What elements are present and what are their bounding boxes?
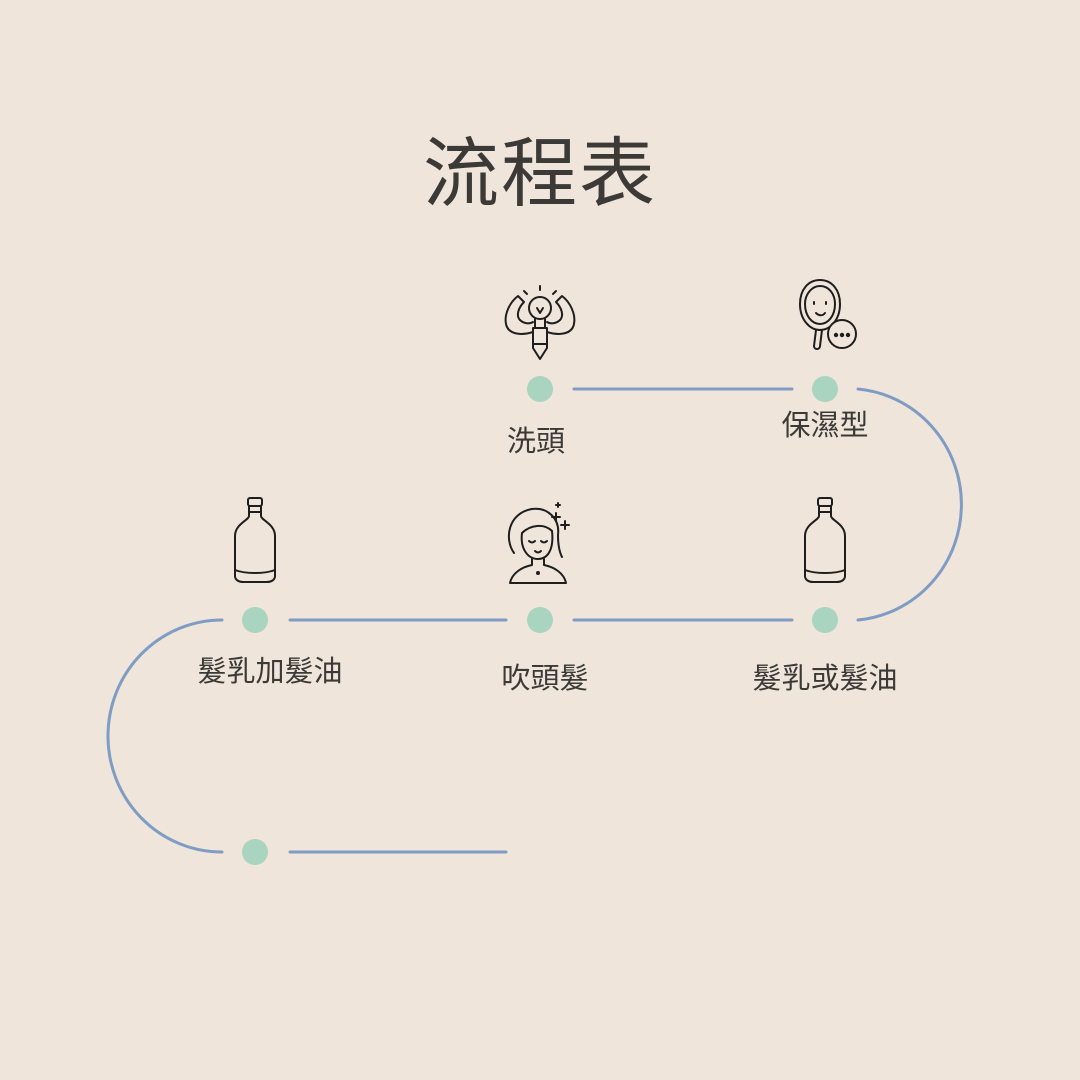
step-node-3 xyxy=(812,607,838,633)
step-node-4 xyxy=(527,607,553,633)
page-title: 流程表 xyxy=(423,129,657,218)
bottle-icon xyxy=(234,497,276,583)
connector-curve xyxy=(856,387,963,622)
step-node-5 xyxy=(242,607,268,633)
woman-face-icon xyxy=(507,502,570,584)
step-label-3: 髮乳或髮油 xyxy=(752,661,898,695)
connector-curve xyxy=(106,618,224,854)
step-label-1: 洗頭 xyxy=(506,424,566,458)
bottle-icon xyxy=(804,497,846,583)
step-label-5: 髮乳加髮油 xyxy=(197,654,343,688)
step-node-6 xyxy=(242,839,268,865)
step-label-2: 保濕型 xyxy=(781,408,869,442)
step-label-4: 吹頭髮 xyxy=(501,661,589,695)
step-node-2 xyxy=(812,376,838,402)
lightbulb-pencil-icon xyxy=(504,285,576,360)
step-node-1 xyxy=(527,376,553,402)
hand-mirror-icon xyxy=(799,279,857,350)
